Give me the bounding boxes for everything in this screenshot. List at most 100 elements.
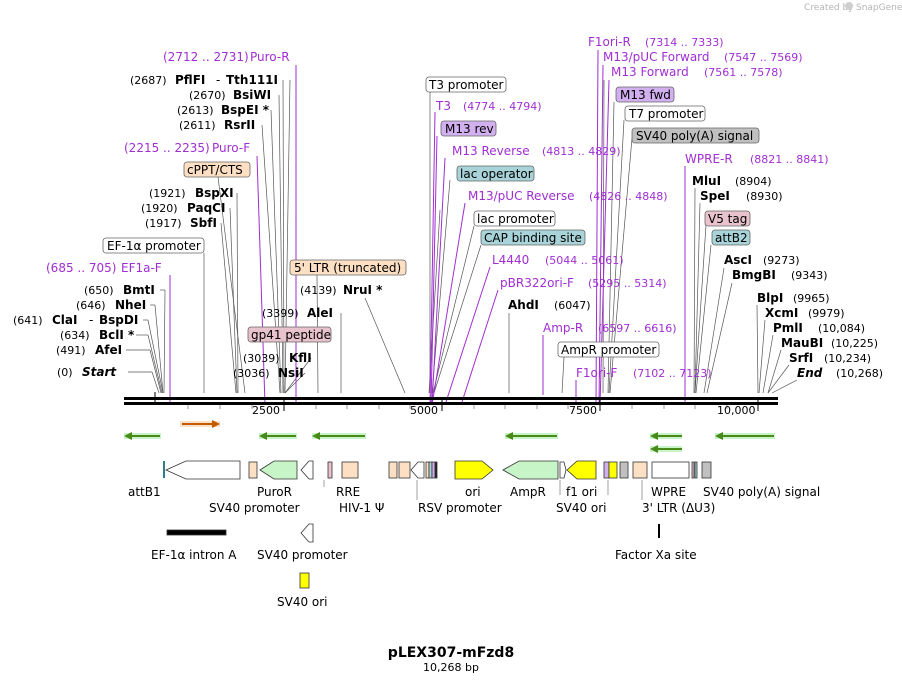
primer-coord: (7314 .. 7333) (645, 36, 724, 49)
site-coord: (2687) (130, 74, 167, 87)
sequence-ruler: 2500 5000 7500 10,000 (124, 392, 778, 417)
end-label: End (797, 366, 823, 380)
feature-box-label: attB2 (715, 231, 748, 245)
primer-coord: (685 .. 705) (46, 261, 116, 275)
site-coord: (10,234) (824, 352, 871, 365)
site-name: SrfI (789, 351, 813, 365)
primer-coord: (2215 .. 2235) (124, 141, 210, 155)
right-labels: F1ori-R (7314 .. 7333) M13/pUC Forward (… (588, 35, 883, 380)
primer-name: Puro-R (250, 50, 290, 64)
site-coord: (8904) (735, 175, 772, 188)
site-name: NheI (115, 298, 146, 312)
tick-label: 5000 (410, 404, 438, 417)
primer-name: Puro-F (212, 141, 250, 155)
site-coord: (9979) (808, 307, 845, 320)
primer-coord: (5044 .. 5061) (545, 254, 624, 267)
primer-name: WPRE-R (685, 152, 733, 166)
snapgene-logo-icon (845, 2, 853, 10)
primer-coord: (7561 .. 7578) (704, 66, 783, 79)
leader-lines (126, 79, 798, 394)
primer-coord: (4813 .. 4829) (542, 145, 621, 158)
feature-box-label: lac promoter (477, 212, 554, 226)
plasmid-size: 10,268 bp (423, 661, 479, 674)
site-name: AleI (307, 306, 333, 320)
site-coord: (2670) (189, 89, 226, 102)
site-name: SbfI (190, 216, 217, 230)
site-name: AhdI (508, 298, 539, 312)
site-coord: (3036) (233, 367, 270, 380)
tick-label: 2500 (252, 404, 280, 417)
separator: - (216, 73, 220, 87)
site-coord: (491) (56, 344, 86, 357)
center-labels: T3 promoter T3 (4774 .. 4794) M13 rev M1… (428, 78, 712, 380)
site-name: AscI (724, 253, 752, 267)
primer-coord: (4826 .. 4848) (589, 190, 668, 203)
site-coord: (1920) (141, 202, 178, 215)
primer-coord: (7102 .. 7123) (633, 367, 712, 380)
feature-label: SV40 ori (277, 595, 328, 609)
feature-box-label: EF-1α promoter (107, 239, 201, 253)
site-coord: (2613) (177, 104, 214, 117)
feature-label: SV40 promoter (209, 501, 300, 515)
site-coord: (4139) (300, 284, 337, 297)
primer-name: M13 Forward (611, 65, 689, 79)
site-name: BspEI * (221, 103, 270, 117)
site-coord: (10,268) (836, 367, 883, 380)
site-name: XcmI (765, 306, 798, 320)
site-coord: (10,084) (818, 322, 865, 335)
primer-arrows (124, 420, 775, 453)
site-name: RsrII (224, 118, 255, 132)
feature-box-label: lac operator (460, 167, 533, 181)
feature-box-label: CAP binding site (484, 231, 582, 245)
site-name: MluI (692, 174, 721, 188)
primer-name: T3 (435, 99, 451, 113)
feature-box-label: M13 fwd (620, 88, 671, 102)
site-coord: (1917) (145, 217, 182, 230)
primer-name: EF1a-F (121, 261, 162, 275)
primer-name: pBR322ori-F (500, 276, 574, 290)
site-name: Tth111I (226, 73, 278, 87)
feature-label: HIV-1 Ψ (339, 501, 384, 515)
feature-box-label: V5 tag (708, 212, 747, 226)
feature-label: Factor Xa site (615, 548, 697, 562)
site-coord: (0) (57, 366, 73, 379)
site-name: BlpI (757, 291, 783, 305)
site-coord: (9273) (763, 254, 800, 267)
feature-label: RSV promoter (418, 501, 502, 515)
site-coord: (646) (76, 299, 106, 312)
primer-name: M13/pUC Forward (603, 50, 710, 64)
feature-box-label: 5' LTR (truncated) (294, 261, 401, 275)
feature-label: RRE (336, 485, 360, 499)
primer-name: M13 Reverse (452, 144, 530, 158)
primer-coord: (6597 .. 6616) (598, 322, 677, 335)
feature-label: WPRE (651, 485, 686, 499)
site-coord: (2611) (179, 119, 216, 132)
site-coord: (3039) (243, 352, 280, 365)
site-name: KflI (289, 351, 312, 365)
primer-name: M13/pUC Reverse (468, 189, 575, 203)
site-name: NruI * (343, 283, 383, 297)
feature-label: f1 ori (566, 485, 597, 499)
site-coord: (9343) (791, 269, 828, 282)
feature-label: SV40 promoter (257, 548, 348, 562)
feature-label: 3' LTR (ΔU3) (642, 501, 715, 515)
site-name: BspXI (195, 186, 234, 200)
feature-box-label: AmpR promoter (561, 343, 656, 357)
start-label: Start (82, 365, 117, 379)
site-name: BclI * (99, 328, 135, 342)
plasmid-name: pLEX307-mFzd8 (388, 645, 514, 661)
site-name: AfeI (95, 343, 122, 357)
site-name: BspDI (99, 313, 138, 327)
site-name: BmgBI (732, 268, 776, 282)
feature-box-label: gp41 peptide (251, 328, 331, 342)
site-coord: (650) (84, 284, 114, 297)
boxed-labels (102, 76, 760, 358)
primer-coord: (7547 .. 7569) (724, 51, 803, 64)
feature-box-label: M13 rev (445, 122, 494, 136)
site-coord: (641) (13, 314, 43, 327)
site-name: BmtI (123, 283, 155, 297)
site-name: BsiWI (233, 88, 271, 102)
left-labels: (2712 .. 2731) Puro-R (2687) PflFI - Tth… (13, 50, 401, 380)
feature-label: SV40 poly(A) signal (703, 485, 820, 499)
